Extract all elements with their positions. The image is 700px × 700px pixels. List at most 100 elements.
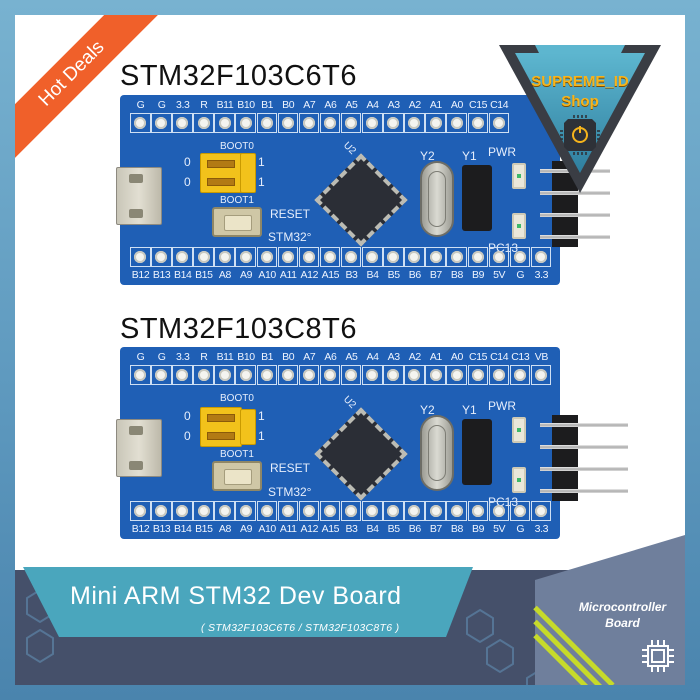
pin-label: B8 xyxy=(450,523,463,535)
pin-hole xyxy=(172,365,193,385)
pin-label: A6 xyxy=(324,99,337,111)
pin-label: C14 xyxy=(490,351,509,363)
silk-j0: 0 xyxy=(184,155,191,169)
pin-label: A9 xyxy=(239,523,253,535)
pin-hole xyxy=(151,501,172,521)
boot-jumpers xyxy=(200,153,242,193)
silk-j0: 0 xyxy=(184,429,191,443)
pin-label: A12 xyxy=(300,523,319,535)
pin-hole xyxy=(446,501,467,521)
header-pin xyxy=(540,213,610,217)
pin-hole xyxy=(319,247,341,267)
pin-label: B6 xyxy=(408,269,421,281)
mcu-chip xyxy=(314,153,408,247)
board-2-bottom-labels: B12 B13 B14 B15 A8 A9 A10 A11 A12 A15 B3… xyxy=(130,523,552,535)
pin-hole xyxy=(130,365,151,385)
silk-j0: 0 xyxy=(184,175,191,189)
pin-label: A4 xyxy=(366,99,379,111)
pin-label: B9 xyxy=(472,523,485,535)
pin-hole xyxy=(446,365,467,385)
pin-label: A5 xyxy=(345,99,358,111)
pin-hole xyxy=(340,365,362,385)
pin-label: B11 xyxy=(216,99,234,111)
pin-label: C14 xyxy=(490,99,509,111)
pin-label: A1 xyxy=(429,99,442,111)
pin-label: B14 xyxy=(173,269,192,281)
board-2-top-labels: G G 3.3 R B11 B10 B1 B0 A7 A6 A5 A4 A3 A… xyxy=(130,351,552,363)
pin-hole xyxy=(319,501,341,521)
pin-hole xyxy=(383,113,404,133)
pin-label: 3.3 xyxy=(176,99,190,111)
header-pin xyxy=(540,423,628,427)
micro-usb-port xyxy=(116,419,162,477)
shop-subtitle: Shop xyxy=(561,93,599,110)
pin-hole xyxy=(193,501,214,521)
pin-label: B1 xyxy=(261,351,274,363)
pin-label: A3 xyxy=(387,99,400,111)
pin-hole xyxy=(193,365,214,385)
banner-title: Mini ARM STM32 Dev Board xyxy=(70,582,402,610)
pin-label: B12 xyxy=(131,523,150,535)
pin-label: A2 xyxy=(408,351,421,363)
pin-hole xyxy=(151,113,172,133)
pin-hole xyxy=(235,501,256,521)
pin-label: B5 xyxy=(387,523,400,535)
pin-label: G xyxy=(136,351,145,363)
pin-label: B8 xyxy=(450,269,463,281)
hexagon-pattern-icon xyxy=(26,588,574,685)
silk-j1: 1 xyxy=(258,429,265,443)
pin-label: B13 xyxy=(152,523,171,535)
pin-label: A7 xyxy=(303,351,316,363)
pin-label: 5V xyxy=(493,269,506,281)
header-pin xyxy=(540,467,628,471)
pin-hole xyxy=(467,501,488,521)
voltage-regulator xyxy=(462,165,492,231)
crystal-oscillator xyxy=(420,161,454,237)
pin-label: B15 xyxy=(195,269,213,281)
pin-label: 3.3 xyxy=(534,269,549,281)
title-banner xyxy=(23,567,473,637)
pin-label: B0 xyxy=(282,99,295,111)
pc13-led xyxy=(512,213,526,239)
pin-hole xyxy=(362,365,383,385)
pin-label: A11 xyxy=(279,269,297,281)
pin-hole xyxy=(404,247,425,267)
pin-label: B5 xyxy=(387,269,400,281)
pin-hole xyxy=(235,365,256,385)
pin-hole xyxy=(172,247,193,267)
pin-hole xyxy=(277,247,299,267)
pin-label: A6 xyxy=(324,351,337,363)
pin-label: B12 xyxy=(131,269,150,281)
pin-label: A11 xyxy=(279,523,297,535)
silk-y1: Y1 xyxy=(462,149,477,163)
product-image: Hot Deals STM32F103C6T6 G G 3.3 R B11 B1… xyxy=(15,15,685,685)
pin-hole xyxy=(383,365,404,385)
pin-label: B1 xyxy=(261,99,274,111)
pin-label: A12 xyxy=(300,269,319,281)
micro-usb-port xyxy=(116,167,162,225)
pin-hole xyxy=(298,501,320,521)
pin-hole xyxy=(151,247,172,267)
pin-label: A8 xyxy=(218,269,231,281)
pin-label: B4 xyxy=(366,523,379,535)
pin-label: A4 xyxy=(366,351,379,363)
pin-hole xyxy=(214,365,235,385)
pin-hole xyxy=(362,501,383,521)
pwr-led xyxy=(512,163,526,189)
pin-hole xyxy=(425,113,446,133)
pin-hole xyxy=(362,113,383,133)
board-1-top-labels: G G 3.3 R B11 B10 B1 B0 A7 A6 A5 A4 A3 A… xyxy=(130,99,510,111)
pin-hole xyxy=(425,247,446,267)
pin-hole xyxy=(298,365,320,385)
pin-hole xyxy=(509,247,531,267)
pin-hole xyxy=(488,365,510,385)
pin-label: R xyxy=(200,99,208,111)
chip-icon xyxy=(642,640,674,672)
pin-hole xyxy=(340,113,362,133)
pin-label: G xyxy=(136,99,145,111)
category-line-1: Microcontroller xyxy=(578,600,667,614)
pin-label: B6 xyxy=(408,523,421,535)
pin-label: G xyxy=(516,523,525,535)
silk-y2: Y2 xyxy=(420,149,435,163)
category-line-2: Board xyxy=(605,616,640,630)
